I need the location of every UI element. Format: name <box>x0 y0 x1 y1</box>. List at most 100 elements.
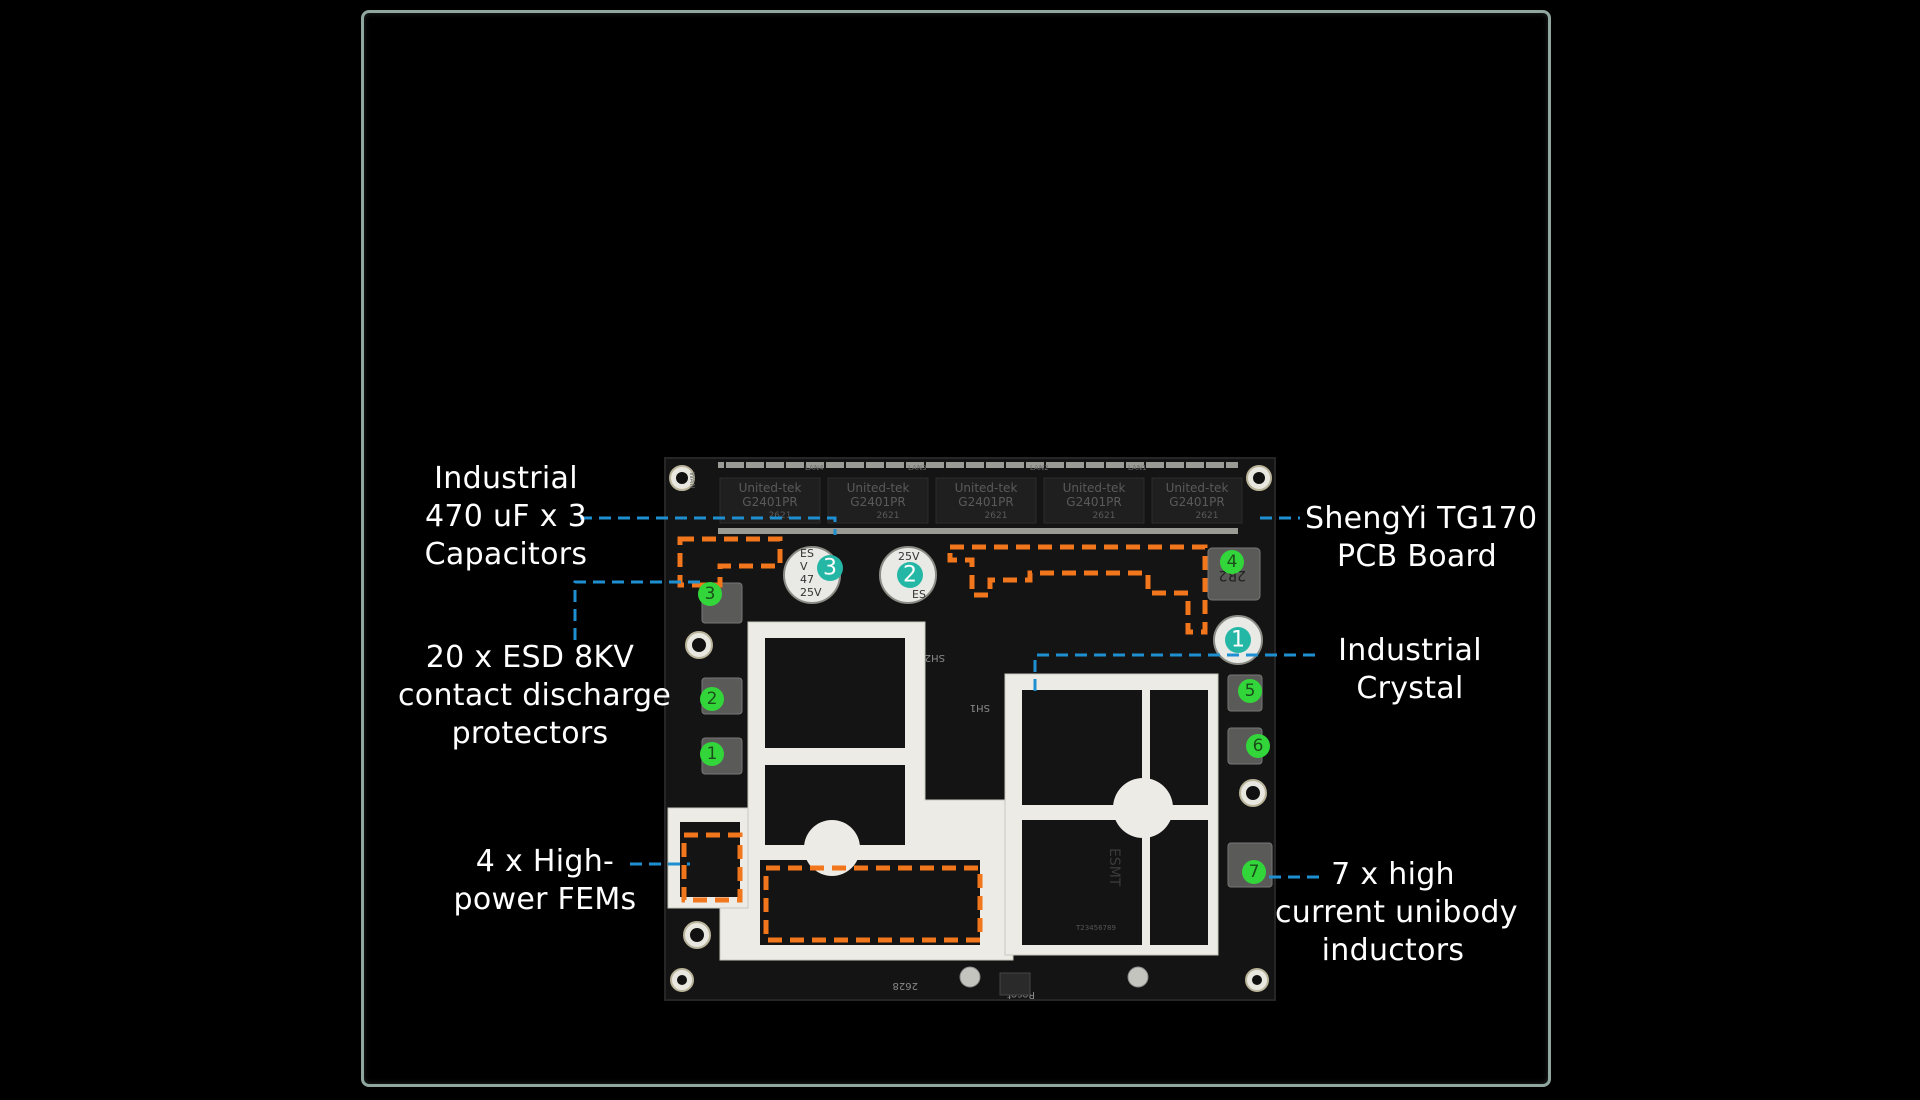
green-marker-5-label: 5 <box>1245 681 1256 701</box>
green-marker-6 <box>1246 734 1270 758</box>
fem-highlight-left <box>681 832 743 903</box>
chip-brand: United-tek <box>1166 481 1229 495</box>
callout-esd: 20 x ESD 8KV contact discharge protector… <box>398 639 672 753</box>
callout-esd-line2: contact discharge <box>398 678 672 713</box>
svg-text:25V: 25V <box>800 586 822 599</box>
callout-capacitors-line1: Industrial <box>434 461 578 496</box>
silkscreen-sh2: SH2 <box>925 652 945 663</box>
silkscreen-sh1: SH1 <box>970 702 990 713</box>
svg-text:ES: ES <box>912 588 926 601</box>
callout-pcb: ShengYi TG170 PCB Board <box>1305 500 1538 576</box>
callout-crystal: Industrial Crystal <box>1320 632 1500 708</box>
chip-code: 2621 <box>985 511 1008 521</box>
chip-code: 2621 <box>1093 511 1116 521</box>
green-marker-4 <box>1220 550 1244 574</box>
esd-highlight-top-right <box>947 544 1208 635</box>
markers-teal <box>817 555 1251 653</box>
teal-marker-3-label: 3 <box>823 556 837 581</box>
callout-capacitors-line3: Capacitors <box>424 537 588 572</box>
port-label-wan: WAN <box>688 472 696 489</box>
port-label-lan4: LAN4 <box>805 464 824 472</box>
side-chip <box>1150 820 1208 945</box>
green-marker-6-label: 6 <box>1253 736 1264 756</box>
chip-brand: United-tek <box>739 481 802 495</box>
callout-fems-line2: power FEMs <box>453 882 637 917</box>
teal-marker-3 <box>817 555 843 581</box>
callout-inductors-line1: 7 x high <box>1331 857 1455 892</box>
flash-chip <box>1022 690 1142 805</box>
green-marker-2-label: 2 <box>707 689 718 709</box>
green-marker-1 <box>700 742 724 766</box>
callout-esd-line1: 20 x ESD 8KV <box>425 640 635 675</box>
callout-fems-line1: 4 x High- <box>475 844 615 879</box>
port-label-lan2: LAN2 <box>1030 464 1049 472</box>
callout-inductors: 7 x high current unibody inductors <box>1275 856 1518 970</box>
chip-model: G2401PR <box>1066 495 1121 509</box>
leader-lines <box>573 516 1320 879</box>
chip-code: 2621 <box>1196 511 1219 521</box>
transformer-chips <box>719 477 1243 524</box>
transformer-chip <box>935 477 1037 524</box>
transformer-chip <box>1151 477 1243 524</box>
transformer-chip <box>719 477 821 524</box>
antenna-connector <box>959 966 981 988</box>
chip-brand: United-tek <box>847 481 910 495</box>
chip-model: G2401PR <box>742 495 797 509</box>
connector-pins <box>718 462 1238 534</box>
chip-brand: United-tek <box>1063 481 1126 495</box>
svg-text:ES: ES <box>800 547 814 560</box>
port-label-lan1: LAN1 <box>1128 464 1147 472</box>
reset-button <box>999 972 1031 996</box>
green-marker-7-label: 7 <box>1249 862 1260 882</box>
port-labels: WAN LAN4 LAN3 LAN2 LAN1 <box>688 464 1147 489</box>
callout-esd-line3: protectors <box>451 716 609 751</box>
svg-text:47: 47 <box>800 573 814 586</box>
callout-capacitors: Industrial 470 uF x 3 Capacitors <box>416 460 596 574</box>
ram-code: T23456789 <box>1075 924 1116 932</box>
green-marker-1-label: 1 <box>707 744 718 764</box>
capacitor-marks: ES V 47 25V 25V ES <box>800 547 926 601</box>
chip-model: G2401PR <box>958 495 1013 509</box>
transformer-chip <box>1043 477 1145 524</box>
teal-marker-1-label: 1 <box>1231 628 1245 653</box>
callout-pcb-line1: ShengYi TG170 <box>1305 501 1538 536</box>
chip-model: G2401PR <box>850 495 905 509</box>
silkscreen-2628: 2628 <box>893 980 918 991</box>
ram-chip <box>1022 820 1142 945</box>
green-marker-3-label: 3 <box>705 584 716 604</box>
green-marker-4-label: 4 <box>1227 552 1238 572</box>
chip-code: 2621 <box>877 511 900 521</box>
teal-marker-2-label: 2 <box>903 563 917 588</box>
markers-green <box>698 550 1270 884</box>
callout-inductors-line2: current unibody <box>1275 895 1518 930</box>
pin-stripes <box>724 462 1226 468</box>
mounting-holes <box>669 465 1272 992</box>
leader-capacitors <box>580 516 837 535</box>
fem-area <box>760 860 980 945</box>
transformer-chip <box>827 477 929 524</box>
ram-brand: ESMT <box>1106 848 1122 887</box>
teal-marker-2 <box>897 562 923 588</box>
chip-model: G2401PR <box>1169 495 1224 509</box>
callout-capacitors-line2: 470 uF x 3 <box>425 499 587 534</box>
svg-text:25V: 25V <box>898 550 920 563</box>
fem-highlight-bottom <box>763 865 983 943</box>
shield-hole <box>1113 778 1173 838</box>
port-label-lan3: LAN3 <box>908 464 927 472</box>
antenna-connector <box>1127 966 1149 988</box>
leader-crystal <box>1033 653 1315 695</box>
svg-text:V: V <box>800 560 808 573</box>
soc-chips <box>680 638 1208 945</box>
chip-code: 2621 <box>769 511 792 521</box>
teal-marker-1 <box>1225 627 1251 653</box>
shield-hole <box>804 820 860 876</box>
green-marker-2 <box>700 687 724 711</box>
chip-labels: United-tek G2401PR 2621 United-tek G2401… <box>739 481 1229 521</box>
wifi-chip <box>765 638 905 748</box>
callout-inductors-line3: inductors <box>1321 933 1465 968</box>
antenna-connectors <box>959 966 1149 988</box>
callout-crystal-line2: Crystal <box>1356 671 1464 706</box>
green-marker-3 <box>698 582 722 606</box>
green-marker-5 <box>1238 679 1262 703</box>
